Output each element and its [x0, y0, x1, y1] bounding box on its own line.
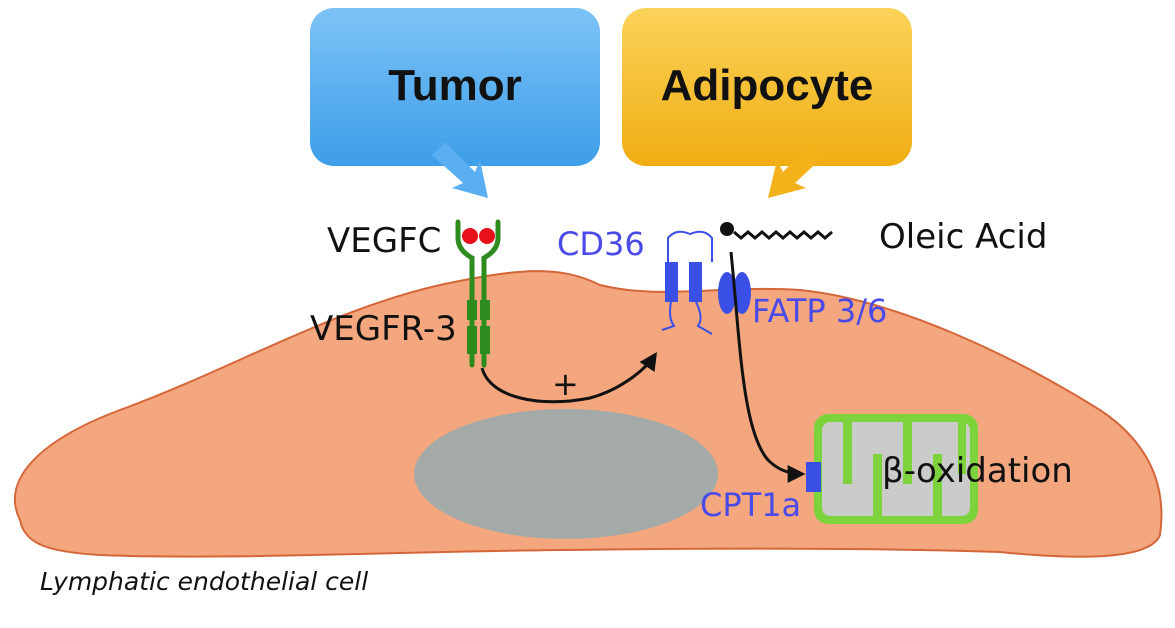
oleic-acid-head — [720, 222, 734, 236]
fatp-label: FATP 3/6 — [752, 292, 887, 330]
activation-arrow — [480, 352, 657, 404]
tumor-arrow — [432, 142, 488, 198]
adipocyte-label: Adipocyte — [661, 61, 874, 110]
vegfc-label: VEGFC — [327, 221, 441, 261]
cpt1a-transporter — [806, 462, 821, 492]
oleic-acid-tail — [733, 230, 833, 240]
uptake-arrow — [729, 251, 806, 483]
tumor-box — [310, 8, 600, 166]
vegfc-ligand — [462, 228, 478, 244]
cell-caption: Lymphatic endothelial cell — [40, 567, 368, 596]
fatp-transporter — [718, 272, 736, 314]
vegfr3-domains — [467, 300, 490, 354]
cd36-transporter — [661, 230, 713, 335]
cd36-label: CD36 — [557, 225, 645, 263]
mitochondrion — [814, 414, 978, 524]
cpt1a-label: CPT1a — [700, 486, 801, 524]
vegfr3-label: VEGFR-3 — [310, 309, 457, 349]
nucleus — [414, 409, 718, 539]
oleic-acid-label: Oleic Acid — [879, 217, 1047, 257]
activation-plus: + — [552, 365, 579, 403]
adipocyte-box — [622, 8, 912, 166]
tumor-label: Tumor — [388, 61, 522, 110]
fatp-transporter — [733, 272, 751, 314]
vegfc-ligand — [479, 228, 495, 244]
adipocyte-arrow — [768, 142, 825, 198]
beta-oxidation-label: β-oxidation — [882, 451, 1073, 491]
